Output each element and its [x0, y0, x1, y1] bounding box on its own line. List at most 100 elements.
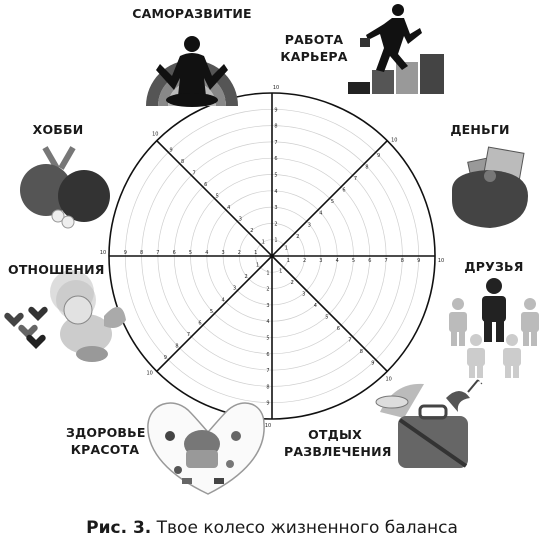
- scale-tick-label: 6: [368, 258, 371, 264]
- scale-tick-label: 1: [287, 258, 290, 264]
- label-relationships: ОТНОШЕНИЯ: [8, 262, 105, 277]
- scale-tick-label: 2: [296, 234, 299, 240]
- scale-tick-label: 6: [274, 156, 277, 162]
- scale-tick-label: 4: [205, 250, 208, 256]
- scale-tick-label: 4: [319, 211, 322, 217]
- scale-tick-label: 3: [308, 222, 311, 228]
- scale-tick-label: 8: [175, 343, 178, 349]
- scale-tick-label: 3: [233, 286, 236, 292]
- scale-tick-label: 9: [124, 250, 127, 256]
- scale-tick-label: 10: [100, 250, 106, 256]
- scale-tick-label: 6: [266, 352, 269, 358]
- caption-text: Твое колесо жизненного баланса: [151, 518, 458, 538]
- scale-tick-label: 6: [342, 188, 345, 194]
- money-purse-icon: [452, 146, 528, 228]
- scale-tick-label: 1: [266, 270, 269, 276]
- beach-umbrella-suitcase-icon: [375, 379, 483, 468]
- scale-tick-label: 9: [266, 401, 269, 407]
- scale-tick-label: 7: [156, 250, 159, 256]
- scale-tick-label: 10: [273, 85, 279, 91]
- label-self-development: САМОРАЗВИТИЕ: [132, 6, 252, 21]
- scale-tick-label: 3: [274, 205, 277, 211]
- caption-label: Рис. 3.: [86, 518, 152, 538]
- wheel-spoke: [271, 255, 388, 372]
- scale-tick-label: 1: [256, 263, 259, 269]
- label-hobby: ХОББИ: [32, 122, 84, 137]
- scale-tick-label: 4: [336, 258, 339, 264]
- scale-tick-label: 2: [266, 287, 269, 293]
- scale-tick-label: 8: [266, 384, 269, 390]
- scale-tick-label: 5: [210, 309, 213, 315]
- scale-tick-label: 3: [239, 217, 242, 223]
- scale-tick-label: 4: [266, 319, 269, 325]
- scale-tick-label: 5: [274, 173, 277, 179]
- scale-tick-label: 9: [377, 153, 380, 159]
- scale-tick-label: 9: [170, 147, 173, 153]
- scale-tick-label: 5: [189, 250, 192, 256]
- scale-tick-label: 2: [245, 274, 248, 280]
- scale-tick-label: 6: [337, 326, 340, 332]
- scale-tick-label: 10: [152, 132, 158, 138]
- meditation-figure-icon: [146, 36, 238, 107]
- scale-tick-label: 7: [385, 258, 388, 264]
- climbing-steps-businessman-icon: [348, 4, 444, 94]
- healthy-food-heart-icon: [147, 402, 265, 495]
- scale-tick-label: 8: [181, 159, 184, 165]
- scale-tick-label: 9: [164, 355, 167, 361]
- label-money: ДЕНЬГИ: [450, 122, 510, 137]
- scale-tick-label: 7: [274, 140, 277, 146]
- wheel-spoke: [271, 140, 388, 257]
- wheel-spokes: [109, 93, 435, 419]
- ping-pong-paddles-icon: [20, 146, 110, 229]
- scale-tick-label: 2: [250, 228, 253, 234]
- scale-tick-label: 8: [365, 165, 368, 171]
- label-career: РАБОТА КАРЬЕРА: [280, 32, 348, 64]
- label-health: ЗДОРОВЬЕ КРАСОТА: [66, 425, 146, 457]
- scale-tick-label: 3: [302, 291, 305, 297]
- label-friends: ДРУЗЬЯ: [464, 259, 524, 274]
- scale-tick-label: 2: [274, 221, 277, 227]
- scale-tick-label: 4: [314, 303, 317, 309]
- scale-tick-label: 4: [274, 189, 277, 195]
- scale-tick-label: 3: [266, 303, 269, 309]
- scale-tick-label: 10: [265, 423, 271, 429]
- scale-tick-label: 5: [352, 258, 355, 264]
- scale-tick-label: 5: [331, 199, 334, 205]
- scale-tick-label: 6: [204, 182, 207, 188]
- scale-tick-label: 8: [401, 258, 404, 264]
- wheel-spoke: [156, 255, 273, 372]
- scale-tick-label: 1: [279, 268, 282, 274]
- scale-tick-label: 2: [291, 280, 294, 286]
- scale-tick-label: 10: [438, 258, 444, 264]
- scale-tick-label: 10: [147, 371, 153, 377]
- wheel-spoke: [156, 140, 273, 257]
- friends-group-icon: [449, 278, 539, 378]
- scale-tick-label: 4: [222, 297, 225, 303]
- scale-tick-label: 8: [140, 250, 143, 256]
- scale-tick-label: 4: [227, 205, 230, 211]
- wheel-tick-labels: 1 2 3 4 5 6 7 8 9 10 1 2 3 4 5 6 7 8 9 10 1 2 3 4 5 6 7 8 9 10 1 2 3 4 5 6 7…: [100, 85, 444, 429]
- label-leisure: ОТДЫХ РАЗВЛЕЧЕНИЯ: [284, 427, 392, 459]
- scale-tick-label: 7: [266, 368, 269, 374]
- scale-tick-label: 7: [348, 338, 351, 344]
- cupid-hearts-icon: [4, 270, 126, 362]
- scale-tick-label: 1: [254, 250, 257, 256]
- scale-tick-label: 3: [319, 258, 322, 264]
- scale-tick-label: 2: [303, 258, 306, 264]
- scale-tick-label: 3: [222, 250, 225, 256]
- scale-tick-label: 7: [354, 176, 357, 182]
- scale-tick-label: 5: [325, 315, 328, 321]
- figure-caption: Рис. 3. Твое колесо жизненного баланса: [0, 518, 544, 538]
- scale-tick-label: 6: [173, 250, 176, 256]
- scale-tick-label: 9: [371, 361, 374, 367]
- scale-tick-label: 10: [391, 137, 397, 143]
- scale-tick-label: 1: [274, 238, 277, 244]
- scale-tick-label: 5: [266, 336, 269, 342]
- scale-tick-label: 6: [198, 320, 201, 326]
- scale-tick-label: 9: [417, 258, 420, 264]
- scale-tick-label: 8: [360, 349, 363, 355]
- scale-tick-label: 7: [193, 171, 196, 177]
- scale-tick-label: 9: [274, 107, 277, 113]
- scale-tick-label: 10: [386, 376, 392, 382]
